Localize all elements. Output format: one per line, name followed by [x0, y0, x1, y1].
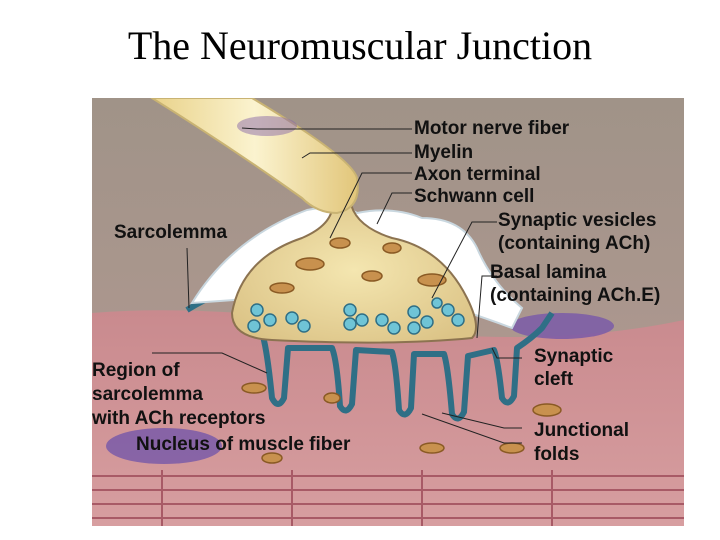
label-axon-terminal: Axon terminal — [414, 164, 541, 185]
diagram-illustration — [92, 98, 684, 526]
label-synaptic-vesicles: Synaptic vesicles — [498, 210, 656, 231]
label-myelin: Myelin — [414, 142, 473, 163]
label-nucleus-of-muscle-fiber: Nucleus of muscle fiber — [136, 434, 350, 455]
label-schwann-cell: Schwann cell — [414, 186, 534, 207]
label-junctional-folds-2: folds — [534, 444, 579, 465]
label-synaptic-vesicles-sub: (containing ACh) — [498, 233, 650, 254]
label-synaptic-cleft-2: cleft — [534, 369, 573, 390]
label-region-of-sarcolemma: Region of — [92, 360, 180, 381]
label-synaptic-cleft: Synaptic — [534, 346, 613, 367]
label-region-of-sarcolemma-2: sarcolemma — [92, 384, 203, 405]
label-basal-lamina-sub: (containing ACh.E) — [490, 285, 660, 306]
label-basal-lamina: Basal lamina — [490, 262, 606, 283]
label-junctional-folds: Junctional — [534, 420, 629, 441]
neuromuscular-junction-diagram: Motor nerve fiber Myelin Axon terminal S… — [92, 98, 684, 526]
muscle-nucleus-right — [510, 313, 614, 339]
label-motor-nerve-fiber: Motor nerve fiber — [414, 118, 569, 139]
label-region-of-sarcolemma-3: with ACh receptors — [92, 408, 266, 429]
label-sarcolemma: Sarcolemma — [114, 222, 227, 243]
myelin-node — [237, 116, 297, 136]
page-title: The Neuromuscular Junction — [0, 22, 720, 69]
